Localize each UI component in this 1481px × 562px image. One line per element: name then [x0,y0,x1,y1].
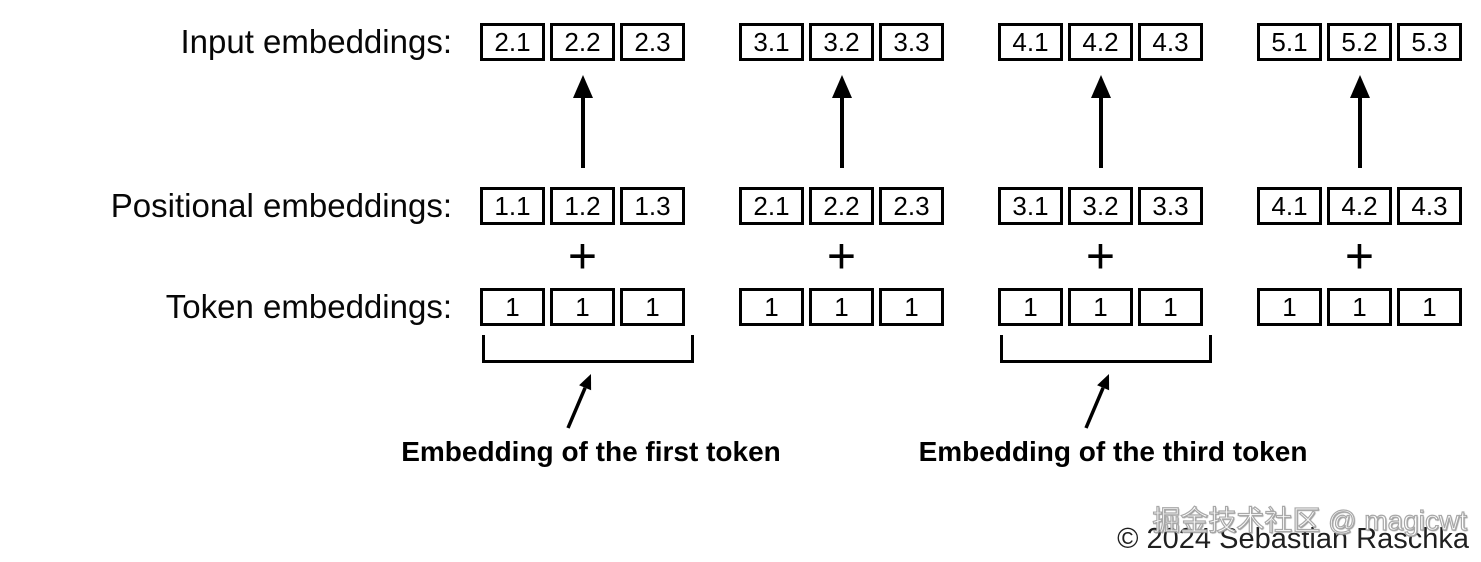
token-vector-3: 1 1 1 [998,288,1203,326]
watermark-text: 掘金技术社区 @ magicwt [1152,504,1468,536]
embedding-cell: 2.1 [480,23,545,61]
embedding-cell: 1.1 [480,187,545,225]
embedding-cell: 1.3 [620,187,685,225]
positional-embeddings-label: Positional embeddings: [110,187,452,224]
positional-vector-1: 1.1 1.2 1.3 [480,187,685,225]
embedding-cell: 1 [1138,288,1203,326]
up-arrow-icon [1090,75,1111,168]
arrow-head [1349,75,1370,98]
embedding-cell: 3.3 [879,23,944,61]
embedding-cell: 1 [1068,288,1133,326]
positional-vector-2: 2.1 2.2 2.3 [739,187,944,225]
embedding-column-3: 4.1 4.2 4.3 3.1 3.2 3.3 + 1 1 1 [998,0,1203,562]
arrow-shaft [1357,98,1362,168]
embedding-cell: 4.1 [1257,187,1322,225]
embedding-cell: 2.3 [879,187,944,225]
up-arrow-icon [831,75,852,168]
arrow-shaft [580,98,585,168]
embedding-cell: 1 [739,288,804,326]
up-arrow-icon [572,75,593,168]
positional-vector-3: 3.1 3.2 3.3 [998,187,1203,225]
embedding-cell: 2.2 [809,187,874,225]
embedding-cell: 2.1 [739,187,804,225]
input-vector-3: 4.1 4.2 4.3 [998,23,1203,61]
token-vector-1: 1 1 1 [480,288,685,326]
embedding-cell: 3.1 [739,23,804,61]
embedding-cell: 1 [550,288,615,326]
embedding-cell: 4.2 [1068,23,1133,61]
diagonal-arrow-icon [1084,374,1110,429]
underbracket-third-token [1000,335,1212,363]
embedding-cell: 1 [1257,288,1322,326]
first-token-annotation: Embedding of the first token [401,436,781,467]
embedding-cell: 4.3 [1397,187,1462,225]
embedding-cell: 2.2 [550,23,615,61]
copyright-text: © 2024 Sebastian Raschka [1117,523,1469,555]
positional-vector-4: 4.1 4.2 4.3 [1257,187,1462,225]
arrow-shaft [1098,98,1103,168]
underbracket-first-token [482,335,694,363]
embedding-cell: 4.1 [998,23,1063,61]
embedding-cell: 4.3 [1138,23,1203,61]
embedding-cell: 1 [879,288,944,326]
token-vector-4: 1 1 1 [1257,288,1462,326]
embedding-cell: 1 [998,288,1063,326]
token-vector-2: 1 1 1 [739,288,944,326]
embedding-cell: 1 [620,288,685,326]
third-token-annotation: Embedding of the third token [918,436,1308,467]
plus-sign: + [567,228,598,284]
plus-sign: + [1085,228,1116,284]
embedding-cell: 3.2 [809,23,874,61]
embedding-cell: 1 [809,288,874,326]
token-embeddings-label: Token embeddings: [165,288,452,325]
arrow-head [572,75,593,98]
embedding-cell: 1 [480,288,545,326]
input-vector-4: 5.1 5.2 5.3 [1257,23,1462,61]
embedding-cell: 3.2 [1068,187,1133,225]
arrow-head [1090,75,1111,98]
embedding-cell: 1 [1397,288,1462,326]
embedding-cell: 4.2 [1327,187,1392,225]
up-arrow-icon [1349,75,1370,168]
embedding-cell: 3.1 [998,187,1063,225]
embedding-cell: 3.3 [1138,187,1203,225]
embedding-cell: 1.2 [550,187,615,225]
arrow-head [831,75,852,98]
embedding-cell: 5.1 [1257,23,1322,61]
embedding-column-1: 2.1 2.2 2.3 1.1 1.2 1.3 + 1 1 1 [480,0,685,562]
embedding-column-4: 5.1 5.2 5.3 4.1 4.2 4.3 + 1 1 1 [1257,0,1462,562]
embedding-cell: 5.3 [1397,23,1462,61]
embedding-cell: 1 [1327,288,1392,326]
plus-sign: + [1344,228,1375,284]
embedding-cell: 2.3 [620,23,685,61]
input-embeddings-label: Input embeddings: [180,23,452,60]
arrow-shaft [839,98,844,168]
embedding-column-2: 3.1 3.2 3.3 2.1 2.2 2.3 + 1 1 1 [739,0,944,562]
input-vector-2: 3.1 3.2 3.3 [739,23,944,61]
input-vector-1: 2.1 2.2 2.3 [480,23,685,61]
plus-sign: + [826,228,857,284]
diagonal-arrow-icon [566,374,592,429]
embedding-cell: 5.2 [1327,23,1392,61]
